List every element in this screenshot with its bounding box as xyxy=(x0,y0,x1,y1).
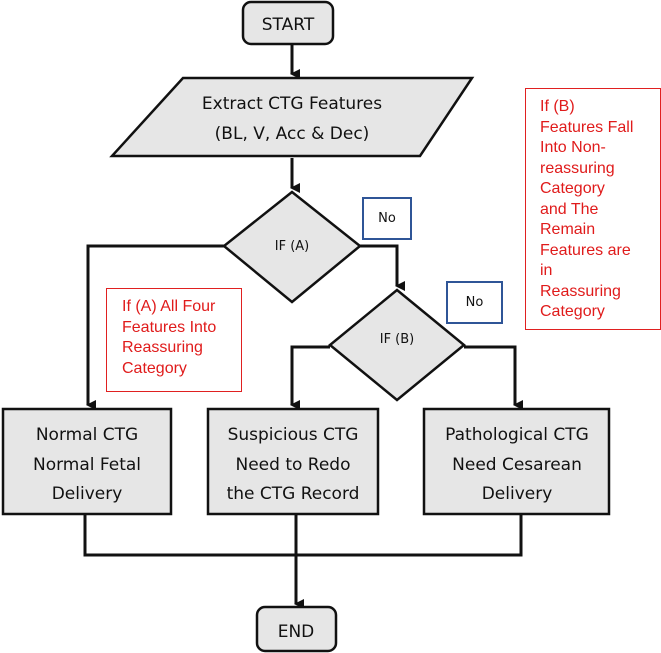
decision-a-label: IF (A) xyxy=(275,239,309,254)
condition-a-line: Reassuring xyxy=(122,339,203,356)
condition-b-line: Category xyxy=(540,303,605,320)
edge-normal-merge xyxy=(83,514,523,557)
condition-a-note: If (A) All Four Features Into Reassuring… xyxy=(106,288,242,392)
decision-a-no-label: No xyxy=(362,197,412,240)
normal-ctg-node: Normal CTG Normal Fetal Delivery xyxy=(1,407,173,516)
end-node: END xyxy=(255,605,338,653)
suspicious-line-3: the CTG Record xyxy=(227,484,360,504)
condition-a-line: If (A) All Four xyxy=(122,298,216,315)
normal-line-1: Normal CTG xyxy=(36,425,138,445)
decision-b-no-label: No xyxy=(446,281,503,324)
edge-decision-b-suspicious xyxy=(290,345,330,410)
condition-a-line: Category xyxy=(122,359,187,377)
condition-b-line: in xyxy=(540,262,553,279)
normal-line-3: Delivery xyxy=(52,484,123,504)
edge-decision-a-no-decision-b xyxy=(360,244,405,291)
decision-a-node: IF (A) xyxy=(222,190,362,304)
suspicious-line-1: Suspicious CTG xyxy=(228,425,359,445)
edge-decision-b-no-pathological xyxy=(464,345,523,410)
condition-b-line: If (B) xyxy=(540,98,575,115)
condition-b-line: Features Fall xyxy=(540,118,634,136)
decision-b-no-text: No xyxy=(465,295,484,310)
condition-b-line: Into Non- xyxy=(540,139,606,156)
suspicious-ctg-node: Suspicious CTG Need to Redo the CTG Reco… xyxy=(206,407,380,516)
condition-b-note: If (B) Features Fall Into Non- reassurin… xyxy=(525,88,661,330)
condition-b-line: Reassuring xyxy=(540,282,621,300)
condition-b-line: and The xyxy=(540,200,599,218)
condition-b-line: Features are xyxy=(540,241,631,259)
suspicious-line-2: Need to Redo xyxy=(236,455,351,475)
start-node: START xyxy=(241,0,335,46)
end-label: END xyxy=(278,622,315,642)
extract-label-line-1: Extract CTG Features xyxy=(202,94,382,114)
pathological-line-1: Pathological CTG xyxy=(445,425,589,445)
edge-decision-a-yes-normal xyxy=(86,244,224,410)
pathological-ctg-node: Pathological CTG Need Cesarean Delivery xyxy=(422,407,611,516)
start-label: START xyxy=(262,15,315,35)
condition-b-line: Category xyxy=(540,180,605,197)
decision-a-no-text: No xyxy=(378,211,396,226)
normal-line-2: Normal Fetal xyxy=(33,455,141,475)
condition-b-line: reassuring xyxy=(540,159,615,177)
condition-a-line: Features Into xyxy=(122,318,217,336)
extract-label-line-2: (BL, V, Acc & Dec) xyxy=(215,124,370,144)
pathological-line-2: Need Cesarean xyxy=(452,455,582,475)
condition-b-line: Remain xyxy=(540,221,596,238)
decision-b-node: IF (B) xyxy=(328,288,466,402)
decision-b-label: IF (B) xyxy=(380,332,415,347)
pathological-line-3: Delivery xyxy=(482,484,553,504)
extract-features-node: Extract CTG Features (BL, V, Acc & Dec) xyxy=(109,76,475,158)
connectors xyxy=(83,44,523,609)
